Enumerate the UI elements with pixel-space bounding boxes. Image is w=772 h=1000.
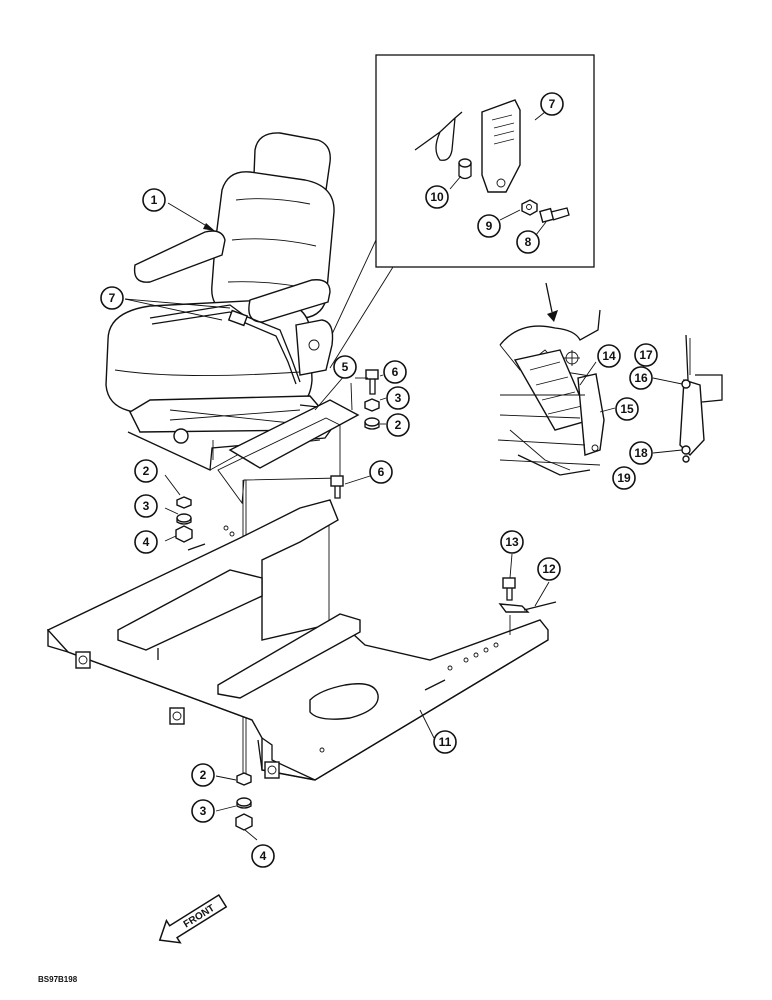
cab-inner-rail	[117, 569, 263, 651]
svg-text:2: 2	[200, 768, 207, 782]
svg-text:6: 6	[392, 365, 399, 379]
callout-3: 3	[191, 799, 215, 823]
svg-text:16: 16	[634, 371, 648, 385]
callout-18: 18	[629, 441, 653, 465]
callout-6: 6	[383, 360, 407, 384]
callout-3: 3	[386, 386, 410, 410]
callout-4: 4	[134, 530, 158, 554]
callout-12: 12	[537, 557, 561, 581]
svg-text:5: 5	[342, 360, 349, 374]
callout-13: 13	[500, 530, 524, 554]
seat-mounting-plate	[228, 399, 360, 469]
callout-19: 19	[612, 466, 636, 490]
operator-seat	[105, 132, 347, 471]
svg-text:10: 10	[430, 190, 444, 204]
detail-inset-frame	[375, 54, 595, 268]
bracket-part	[414, 111, 463, 161]
detail-inset	[319, 54, 595, 369]
spacer-part	[458, 158, 472, 180]
svg-text:2: 2	[143, 464, 150, 478]
svg-text:7: 7	[109, 291, 116, 305]
callout-3: 3	[134, 494, 158, 518]
detail-arrow	[545, 282, 553, 313]
suspension-knob	[173, 428, 189, 444]
svg-text:8: 8	[525, 235, 532, 249]
callout-6: 6	[369, 460, 393, 484]
svg-text:4: 4	[143, 535, 150, 549]
callout-8: 8	[516, 230, 540, 254]
leader-lines	[124, 107, 683, 841]
cab-floor-opening	[309, 683, 379, 720]
front-arrow-shape	[158, 893, 228, 944]
bolt-part	[539, 207, 570, 223]
svg-text:11: 11	[439, 735, 452, 749]
callout-17: 17	[634, 343, 658, 367]
svg-text:15: 15	[620, 402, 634, 416]
callout-2: 2	[134, 459, 158, 483]
seat-nut-stack-bottom	[235, 772, 253, 831]
callout-11: 11	[433, 730, 457, 754]
callout-9: 9	[477, 214, 501, 238]
svg-text:3: 3	[200, 804, 207, 818]
svg-text:7: 7	[549, 97, 556, 111]
svg-text:3: 3	[143, 499, 150, 513]
svg-text:4: 4	[260, 849, 267, 863]
callout-7: 7	[100, 286, 124, 310]
callout-15: 15	[615, 397, 639, 421]
drawing-code: BS97B198	[38, 975, 78, 984]
svg-text:14: 14	[602, 349, 616, 363]
inset-leader-line	[329, 266, 394, 369]
left-armrest	[133, 230, 226, 283]
callout-7: 7	[540, 92, 564, 116]
seat-nut-stack-left	[175, 496, 193, 543]
callout-10: 10	[425, 185, 449, 209]
cab-inner-rail	[217, 613, 361, 699]
cab-floor-frame	[46, 499, 549, 781]
svg-text:12: 12	[542, 562, 556, 576]
callout-5: 5	[333, 355, 357, 379]
seat-belt-buckle	[227, 309, 249, 327]
side-view-anchor	[679, 334, 723, 463]
seat-adjuster	[295, 319, 334, 376]
svg-text:1: 1	[151, 193, 158, 207]
side-bracket	[577, 373, 605, 456]
svg-text:19: 19	[617, 471, 631, 485]
callout-14: 14	[597, 344, 621, 368]
callout-2: 2	[386, 413, 410, 437]
nut-part	[521, 199, 538, 216]
seat-bolt-hardware	[364, 369, 380, 430]
callout-2: 2	[191, 763, 215, 787]
ground-cable	[498, 577, 557, 635]
seat-bolt-lower	[330, 475, 344, 499]
detail-arrowhead	[547, 310, 558, 322]
belt-anchor-plate	[481, 99, 521, 193]
svg-text:9: 9	[486, 219, 493, 233]
front-direction-arrow: FRONT	[158, 893, 228, 944]
callout-16: 16	[629, 366, 653, 390]
callout-1: 1	[142, 188, 166, 212]
svg-text:18: 18	[634, 446, 648, 460]
right-armrest	[248, 279, 331, 323]
svg-text:2: 2	[395, 418, 402, 432]
svg-text:17: 17	[639, 348, 653, 362]
side-view-detail	[497, 309, 605, 476]
callout-4: 4	[251, 844, 275, 868]
svg-text:13: 13	[505, 535, 519, 549]
svg-text:3: 3	[395, 391, 402, 405]
svg-text:6: 6	[378, 465, 385, 479]
